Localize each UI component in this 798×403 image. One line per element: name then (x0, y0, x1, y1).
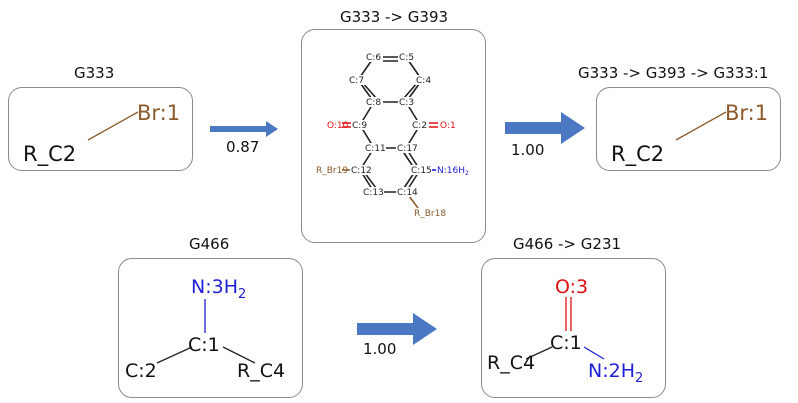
g333-molecule-card: R_C2 Br:1 (8, 87, 193, 171)
atom-c6: C:6 (366, 53, 381, 63)
atom-n3-label: N:3H (191, 276, 238, 298)
atom-r-br19: R_Br19 (316, 166, 348, 176)
atom-n3: N:3H2 (191, 276, 246, 302)
atom-n16-subscript: 2 (465, 170, 469, 177)
g333-structure: R_C2 Br:1 (23, 101, 180, 167)
atom-c15: C:15 (411, 166, 432, 176)
arrow-2 (505, 112, 585, 144)
atom-o3: O:3 (555, 276, 588, 298)
atom-r-c4: R_C4 (237, 360, 285, 382)
score-1: 0.87 (226, 138, 260, 156)
atom-c1: C:1 (550, 332, 582, 354)
g393-structure: C:6 C:5 C:7 C:4 C:8 C:3 O:10 C:9 C:2 O:1… (316, 52, 469, 219)
g333b-title: G333 -> G393 -> G333:1 (578, 64, 769, 82)
atom-c11: C:11 (365, 144, 386, 154)
atom-n16: N:16H2 (437, 166, 469, 177)
g466-structure: N:3H2 C:1 C:2 R_C4 (125, 276, 285, 382)
atom-c7: C:7 (349, 76, 364, 86)
atom-n2: N:2H2 (588, 360, 643, 386)
g231-molecule-card: O:3 C:1 R_C4 N:2H2 (481, 258, 666, 398)
atom-c8: C:8 (366, 98, 381, 108)
g466-title: G466 (189, 235, 230, 253)
atom-r-br18: R_Br18 (414, 209, 446, 219)
bond (87, 111, 139, 141)
atom-c17: C:17 (397, 144, 418, 154)
g333-title: G333 (74, 64, 115, 82)
atom-o1: O:1 (440, 121, 456, 131)
atom-c13: C:13 (363, 188, 384, 198)
atom-br: Br:1 (725, 101, 768, 125)
atom-n2-subscript: 2 (635, 371, 643, 386)
bond (675, 111, 727, 141)
atom-c4: C:4 (416, 76, 431, 86)
atom-c12: C:12 (351, 166, 372, 176)
atom-br: Br:1 (137, 101, 180, 125)
atom-c2: C:2 (125, 360, 157, 382)
atom-c9: C:9 (352, 121, 367, 131)
atom-r-c2: R_C2 (23, 142, 76, 167)
atom-n3-subscript: 2 (238, 287, 246, 302)
arrow-3 (357, 313, 437, 345)
atom-r-c4: R_C4 (487, 352, 535, 374)
arrow-1 (210, 121, 278, 137)
g333b-structure: R_C2 Br:1 (611, 101, 768, 167)
atom-o10: O:10 (327, 121, 349, 131)
atom-n2-label: N:2H (588, 360, 635, 382)
atom-r-c2: R_C2 (611, 142, 664, 167)
atom-c1: C:1 (188, 334, 220, 356)
atom-c2: C:2 (412, 121, 427, 131)
g466-molecule-card: N:3H2 C:1 C:2 R_C4 (118, 258, 303, 398)
g393-molecule-card: C:6 C:5 C:7 C:4 C:8 C:3 O:10 C:9 C:2 O:1… (301, 29, 486, 243)
atom-n16-label: N:16H (437, 166, 465, 176)
atom-c5: C:5 (399, 53, 414, 63)
g231-title: G466 -> G231 (513, 235, 622, 253)
g231-structure: O:3 C:1 R_C4 N:2H2 (487, 276, 643, 386)
score-2: 1.00 (511, 141, 545, 159)
g393-title: G333 -> G393 (340, 8, 449, 26)
score-3: 1.00 (363, 340, 397, 358)
g333b-molecule-card: R_C2 Br:1 (596, 87, 781, 171)
atom-c3: C:3 (399, 98, 414, 108)
atom-c14: C:14 (397, 188, 418, 198)
